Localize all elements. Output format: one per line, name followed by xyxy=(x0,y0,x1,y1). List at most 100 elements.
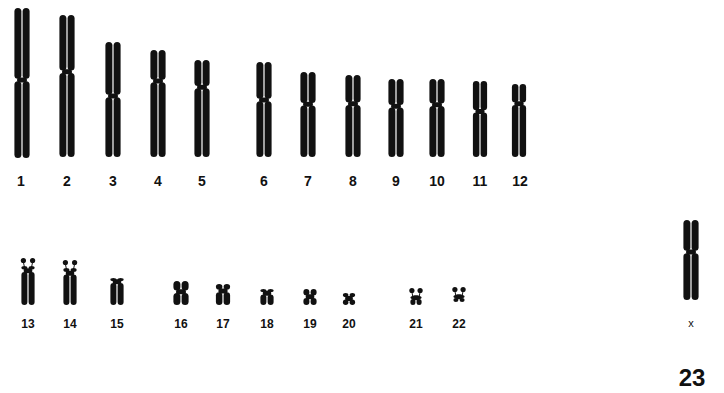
chromatid-arm xyxy=(265,62,272,99)
chromatid-arm xyxy=(159,82,166,157)
chromosome xyxy=(303,289,316,305)
chromosome-number: 16 xyxy=(174,318,187,330)
chromatid-arm xyxy=(224,292,231,305)
chromatid-arm xyxy=(194,60,201,86)
chromatid-arm xyxy=(105,42,112,95)
chromosome xyxy=(512,84,526,157)
chromatid-arm xyxy=(173,281,180,291)
chromosome-number: 3 xyxy=(109,174,117,188)
centromere xyxy=(514,101,523,106)
chromosome xyxy=(429,79,444,157)
chromatid-arm xyxy=(512,105,519,157)
chromatid-arm xyxy=(114,42,121,95)
chromatid-arm xyxy=(429,79,436,104)
chromatid-arm xyxy=(110,283,116,305)
chromatid-arm xyxy=(473,81,480,110)
chromosome-number: 13 xyxy=(21,318,34,330)
chromosome-number: 11 xyxy=(473,174,488,188)
chromosome xyxy=(343,293,355,305)
chromatid-arm xyxy=(354,105,361,157)
chromosome-number: 21 xyxy=(409,318,422,330)
centromere xyxy=(66,271,74,276)
chromatid-arm xyxy=(14,8,21,79)
chromosome xyxy=(452,287,465,302)
chromosome-number: 14 xyxy=(63,318,76,330)
centromere xyxy=(475,109,484,114)
chromatid-arm xyxy=(260,295,266,305)
chromatid-arm xyxy=(300,72,307,103)
chromatid-arm xyxy=(345,105,352,157)
group-number: 23 xyxy=(679,366,706,390)
chromatid-arm xyxy=(473,113,480,157)
chromatid-arm xyxy=(481,113,488,157)
chromosome-number: 2 xyxy=(63,174,71,188)
chromatid-arm xyxy=(309,106,316,158)
centromere xyxy=(306,294,314,299)
chromatid-arm xyxy=(173,293,180,305)
chromatid-arm xyxy=(21,272,27,305)
chromatid-arm xyxy=(397,79,404,105)
chromatid-arm xyxy=(203,88,210,157)
centromere xyxy=(176,289,186,294)
centromere xyxy=(259,98,269,103)
centromere xyxy=(263,291,271,296)
chromosome xyxy=(256,62,271,157)
centromere xyxy=(345,296,353,301)
chromosome-number: 15 xyxy=(110,318,123,330)
chromatid-arm xyxy=(256,62,263,99)
chromosome xyxy=(473,81,487,157)
chromatid-arm xyxy=(388,79,395,105)
chromatid-arm xyxy=(438,106,445,157)
centromere xyxy=(413,295,420,300)
chromatid-arm xyxy=(68,15,75,71)
chromatid-arm xyxy=(309,72,316,103)
chromosome-number: 19 xyxy=(303,318,316,330)
chromosome xyxy=(21,258,35,305)
chromosome xyxy=(388,79,403,157)
chromosome xyxy=(345,75,360,157)
chromosome-number: 9 xyxy=(392,174,400,188)
chromatid-arm xyxy=(512,84,519,103)
chromatid-arm xyxy=(182,281,189,291)
chromosome xyxy=(63,260,77,305)
chromatid-arm xyxy=(194,88,201,157)
chromatid-arm xyxy=(388,108,395,158)
chromatid-arm xyxy=(683,220,690,251)
centromere xyxy=(348,101,358,106)
chromatid-arm xyxy=(118,283,124,305)
centromere xyxy=(153,79,163,84)
centromere xyxy=(62,69,72,74)
chromatid-arm xyxy=(397,108,404,158)
chromatid-arm xyxy=(520,105,527,157)
chromatid-arm xyxy=(150,50,157,80)
chromosome xyxy=(105,42,120,157)
chromatid-arm xyxy=(71,274,77,305)
chromosome xyxy=(110,278,123,305)
centromere xyxy=(391,104,401,109)
centromere xyxy=(218,288,227,293)
chromosome xyxy=(14,8,29,158)
chromosome-number: x xyxy=(688,318,694,329)
chromosome-number: 12 xyxy=(512,174,528,188)
chromatid-arm xyxy=(683,253,690,300)
chromatid-arm xyxy=(63,274,69,305)
chromosome xyxy=(216,284,230,305)
chromatid-arm xyxy=(481,81,488,110)
chromosome-number: 18 xyxy=(260,318,273,330)
chromosome-number: 20 xyxy=(342,318,355,330)
chromosome-number: 5 xyxy=(198,174,206,188)
chromosome xyxy=(59,15,74,157)
chromatid-arm xyxy=(203,60,210,86)
chromatid-arm xyxy=(105,97,112,157)
chromatid-arm xyxy=(59,73,66,157)
chromatid-arm xyxy=(268,295,274,305)
chromatid-arm xyxy=(159,50,166,80)
chromatid-arm xyxy=(300,106,307,158)
chromosome xyxy=(194,60,209,157)
chromatid-arm xyxy=(59,15,66,71)
chromosome-number: 22 xyxy=(452,318,465,330)
centromere xyxy=(686,250,696,255)
centromere xyxy=(197,85,207,90)
chromatid-arm xyxy=(114,97,121,157)
